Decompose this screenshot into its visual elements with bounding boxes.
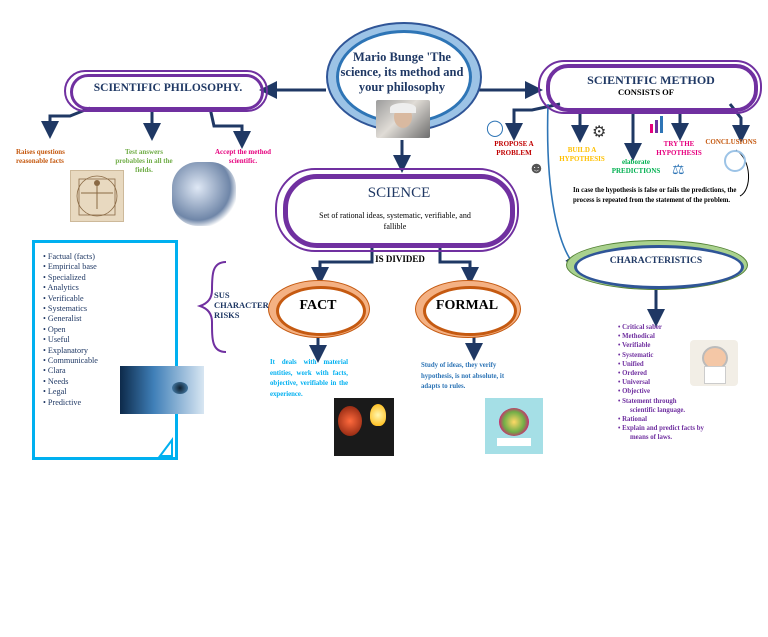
science-description: Set of rational ideas, systematic, verif… <box>319 211 471 231</box>
sus-label: SUS CHARACTER RISKS <box>214 290 269 320</box>
list-item: • Needs <box>43 376 69 386</box>
characteristics-title: CHARACTERISTICS <box>609 256 703 266</box>
list-item: • Empirical base <box>43 262 97 272</box>
science-inner <box>283 174 515 248</box>
philosophy-inner <box>70 74 264 110</box>
philosophy-item-3: Accept the method scientific. <box>215 148 271 165</box>
list-item: • Unified <box>618 360 644 368</box>
fact-inner <box>276 286 366 336</box>
list-item: • Rational <box>618 416 648 424</box>
formal-inner <box>423 286 517 336</box>
vitruvian-man-image <box>70 170 124 222</box>
fact-title: FACT <box>299 298 337 313</box>
list-item: • Objective <box>618 388 651 396</box>
book-image <box>485 398 543 454</box>
philosophy-item-2: Test answers probables in all the fields… <box>115 148 173 174</box>
fact-description: It deals with material entities, work wi… <box>270 359 348 398</box>
philosophy-item-1: Raises questions reasonable facts <box>16 148 65 165</box>
list-item: • Statement through <box>618 397 677 405</box>
list-item: • Universal <box>618 379 651 387</box>
list-item: • Generalist <box>43 314 82 324</box>
science-divided: IS DIVIDED <box>375 254 425 264</box>
brain-bulb-image <box>334 398 394 456</box>
method-outer <box>538 60 762 114</box>
method-note: In case the hypothesis is false or fails… <box>573 187 737 205</box>
microscope-icon: ◯ <box>486 120 504 137</box>
method-step-5: CONCLUSIONS <box>705 138 757 146</box>
list-item: • Explain and predict facts by <box>618 425 704 433</box>
list-item: • Useful <box>43 335 70 345</box>
science-outer <box>275 168 519 252</box>
chart-icon <box>648 114 668 134</box>
method-step-3: elaborate PREDICTIONS <box>611 158 661 175</box>
list-item: • Open <box>43 324 66 334</box>
list-item: • Communicable <box>43 356 98 366</box>
philosophy-title: SCIENTIFIC PHILOSOPHY. <box>93 82 243 94</box>
list-item: • Factual (facts) <box>43 252 95 261</box>
list-item: • Verificable <box>43 293 84 303</box>
scientist-image <box>690 340 738 386</box>
list-item: • Methodical <box>618 333 655 341</box>
list-item: • Explanatory <box>43 345 88 355</box>
method-step-2: BUILD A HYPOTHESIS <box>559 146 605 163</box>
characteristics-inner <box>574 245 744 289</box>
eye-image <box>120 366 204 414</box>
features-box: • Factual (facts) • Empirical base • Spe… <box>32 240 178 460</box>
method-inner <box>546 64 758 112</box>
features-list: • Factual (facts) • Empirical base • Spe… <box>43 252 98 408</box>
philosophy-outer <box>64 70 268 112</box>
list-item: • Systematic <box>618 351 654 359</box>
test-tube-icon: ⚖ <box>672 163 685 178</box>
magnifier-icon <box>724 150 746 172</box>
method-title: SCIENTIFIC METHOD <box>587 73 715 87</box>
method-step-1: PROPOSE A PROBLEM <box>494 140 534 157</box>
list-item: • Analytics <box>43 283 79 293</box>
list-item: • Verifiable <box>618 342 651 350</box>
list-item: • Predictive <box>43 397 82 407</box>
portrait-photo <box>376 100 430 138</box>
method-step-4: TRY THE HYPOTHESIS <box>656 140 702 157</box>
formal-title: FORMAL <box>435 298 499 313</box>
lab-icon: ⚙ <box>592 124 607 141</box>
list-item: • Critical saber <box>618 324 662 331</box>
method-subtitle: CONSISTS OF <box>618 87 674 97</box>
characteristics-list: • Critical saber • Methodical • Verifiab… <box>618 323 718 443</box>
center-title: Mario Bunge 'The science, its method and… <box>340 50 464 94</box>
team-icon: ☻ <box>528 160 545 177</box>
list-item: means of laws. <box>630 434 673 442</box>
robot-image <box>172 162 236 226</box>
list-item: • Ordered <box>618 370 647 378</box>
list-item: • Specialized <box>43 272 86 282</box>
list-item: scientific language. <box>630 406 686 414</box>
list-item: • Clara <box>43 366 66 376</box>
list-item: • Legal <box>43 387 67 397</box>
list-item: • Systematics <box>43 304 88 314</box>
formal-description: Study of ideas, they verify hypothesis, … <box>421 362 505 391</box>
science-title: SCIENCE <box>367 185 431 201</box>
